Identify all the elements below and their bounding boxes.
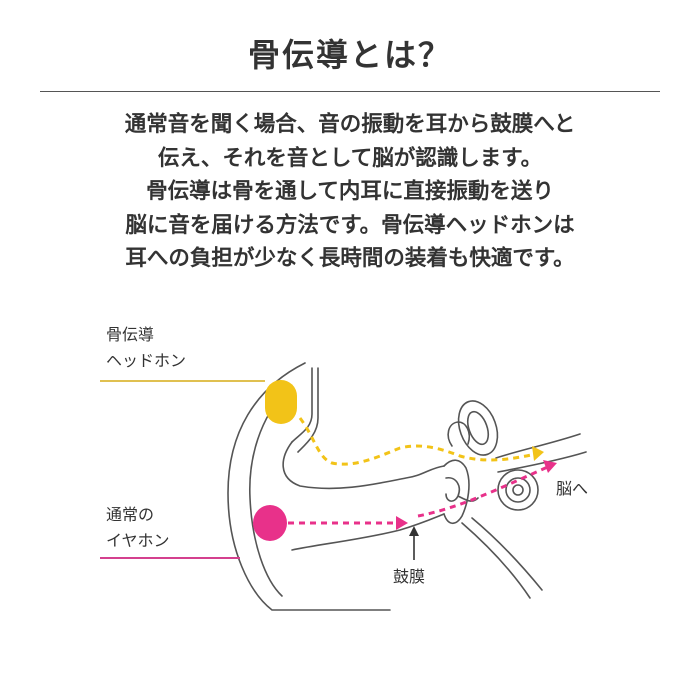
head-outline-back — [297, 367, 319, 453]
bone-conduction-arrowhead — [532, 446, 544, 461]
page-title: 骨伝導とは？ — [247, 36, 452, 74]
normal-path-arrowhead-1 — [396, 516, 408, 530]
eardrum-label: 鼓膜 — [393, 567, 426, 586]
normal-path-arrowhead-2 — [543, 460, 557, 473]
ear-canal-lower — [291, 513, 445, 551]
semicircular-canal-lower — [447, 421, 471, 447]
description-line: 通常音を聞く場合、音の振動を耳から鼓膜へと — [124, 112, 576, 137]
normal-path-continued — [417, 464, 551, 518]
description-line: 伝え、それを音として脳が認識します。 — [157, 145, 543, 171]
bone-conduction-label-line2: ヘッドホン — [106, 351, 187, 370]
normal-earphone-label-line1: 通常の — [106, 505, 155, 524]
description-line: 脳に音を届ける方法です。骨伝導ヘッドホンは — [125, 212, 575, 238]
eustachian-tube — [461, 517, 543, 599]
eardrum-pointer-head — [409, 526, 419, 536]
bone-conduction-label-line1: 骨伝導 — [106, 325, 155, 344]
ear-illustration — [100, 362, 587, 611]
ear-diagram: 骨伝導 ヘッドホン 通常の イヤホン 鼓膜 脳へ — [100, 318, 620, 628]
outer-ear-outline — [227, 362, 391, 611]
semicircular-canal — [466, 410, 490, 446]
semicircular-canal — [457, 400, 499, 456]
bone-conduction-headphone — [265, 380, 297, 424]
middle-ear-cavity — [443, 459, 470, 525]
cochlea — [497, 469, 539, 511]
description-line: 骨伝導は骨を通して内耳に直接振動を送り — [146, 179, 554, 204]
normal-earphone-label-line2: イヤホン — [106, 531, 170, 550]
ossicles — [445, 476, 479, 502]
cochlea-core — [512, 484, 524, 496]
normal-earphone — [253, 505, 287, 541]
bone-conduction-path — [298, 417, 541, 466]
to-brain-label: 脳へ — [556, 479, 589, 498]
description-line: 耳への負担が少なく長時間の装着も快適です。 — [125, 246, 575, 271]
title-divider — [40, 91, 660, 92]
cochlea-inner — [505, 477, 531, 503]
ear-canal-upper — [282, 441, 445, 490]
description: 通常音を聞く場合、音の振動を耳から鼓膜へと 伝え、それを音として脳が認識します。… — [0, 108, 700, 276]
